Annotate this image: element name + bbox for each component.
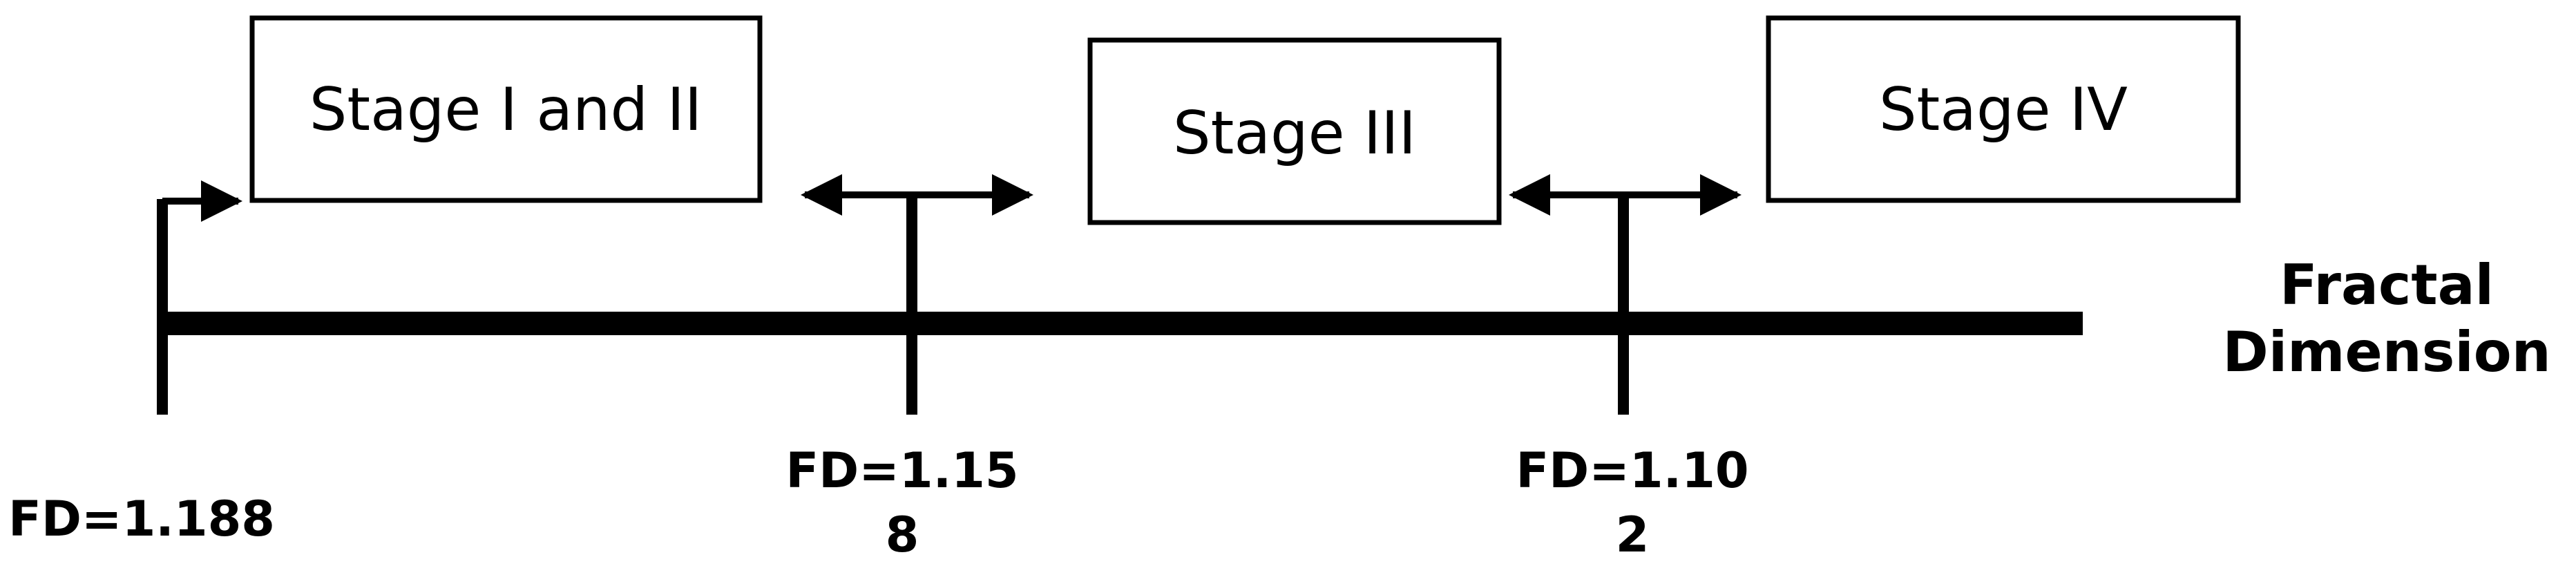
stage-label: Stage III: [1173, 99, 1416, 168]
threshold-label-3-cont: 2: [1616, 507, 1650, 563]
threshold-label-3: FD=1.10: [1516, 442, 1748, 499]
stage-box-2: Stage III: [1087, 37, 1502, 225]
threshold-label-2-cont: 8: [886, 507, 919, 563]
threshold-label-2: FD=1.15: [785, 442, 1018, 499]
stage-box-1: Stage I and II: [249, 15, 763, 203]
stage-label: Stage IV: [1879, 75, 2128, 144]
stage-label: Stage I and II: [309, 75, 702, 144]
threshold-label-1: FD=1.188: [8, 491, 275, 547]
axis-label-line2: Dimension: [2222, 320, 2550, 384]
axis-label-line1: Fractal: [2280, 253, 2494, 317]
stage-box-3: Stage IV: [1766, 15, 2241, 203]
